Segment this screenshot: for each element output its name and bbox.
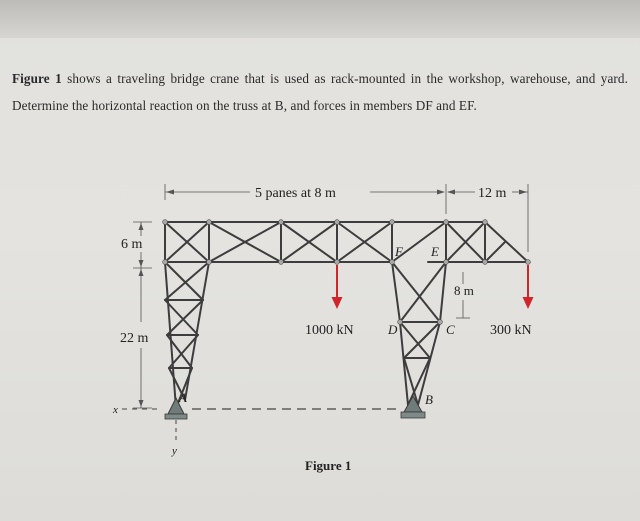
support-A: [164, 396, 188, 420]
panes-dimension-label: 5 panes at 8 m: [255, 186, 336, 201]
inner-height-dimension-label: 8 m: [454, 283, 474, 298]
node-label-B: B: [425, 392, 433, 407]
problem-statement: Figure 1 shows a traveling bridge crane …: [12, 65, 628, 119]
y-axis-label: y: [171, 445, 177, 457]
load-1000-label: 1000 kN: [305, 323, 354, 338]
support-B: [400, 394, 426, 419]
x-axis-label: x: [112, 404, 118, 416]
dimension-arrowheads: [138, 189, 527, 407]
node-label-D: D: [387, 322, 398, 337]
node-label-E: E: [430, 244, 439, 259]
top-height-dimension-label: 6 m: [121, 237, 143, 252]
figure-reference: Figure 1: [12, 71, 62, 87]
load-300-label: 300 kN: [490, 323, 532, 338]
node-label-A: A: [178, 390, 187, 405]
page-top-shadow: [0, 0, 640, 38]
figure-caption: Figure 1: [305, 458, 351, 473]
load-arrow-1000: [331, 265, 343, 309]
column-height-dimension-label: 22 m: [120, 331, 149, 346]
node-label-F: F: [394, 244, 404, 259]
node-label-C: C: [446, 322, 455, 337]
truss-members: [164, 221, 529, 409]
problem-text: shows a traveling bridge crane that is u…: [12, 71, 628, 114]
truss-nodes: [162, 219, 531, 325]
load-arrow-300: [522, 265, 534, 309]
overhang-dimension-label: 12 m: [478, 186, 507, 201]
